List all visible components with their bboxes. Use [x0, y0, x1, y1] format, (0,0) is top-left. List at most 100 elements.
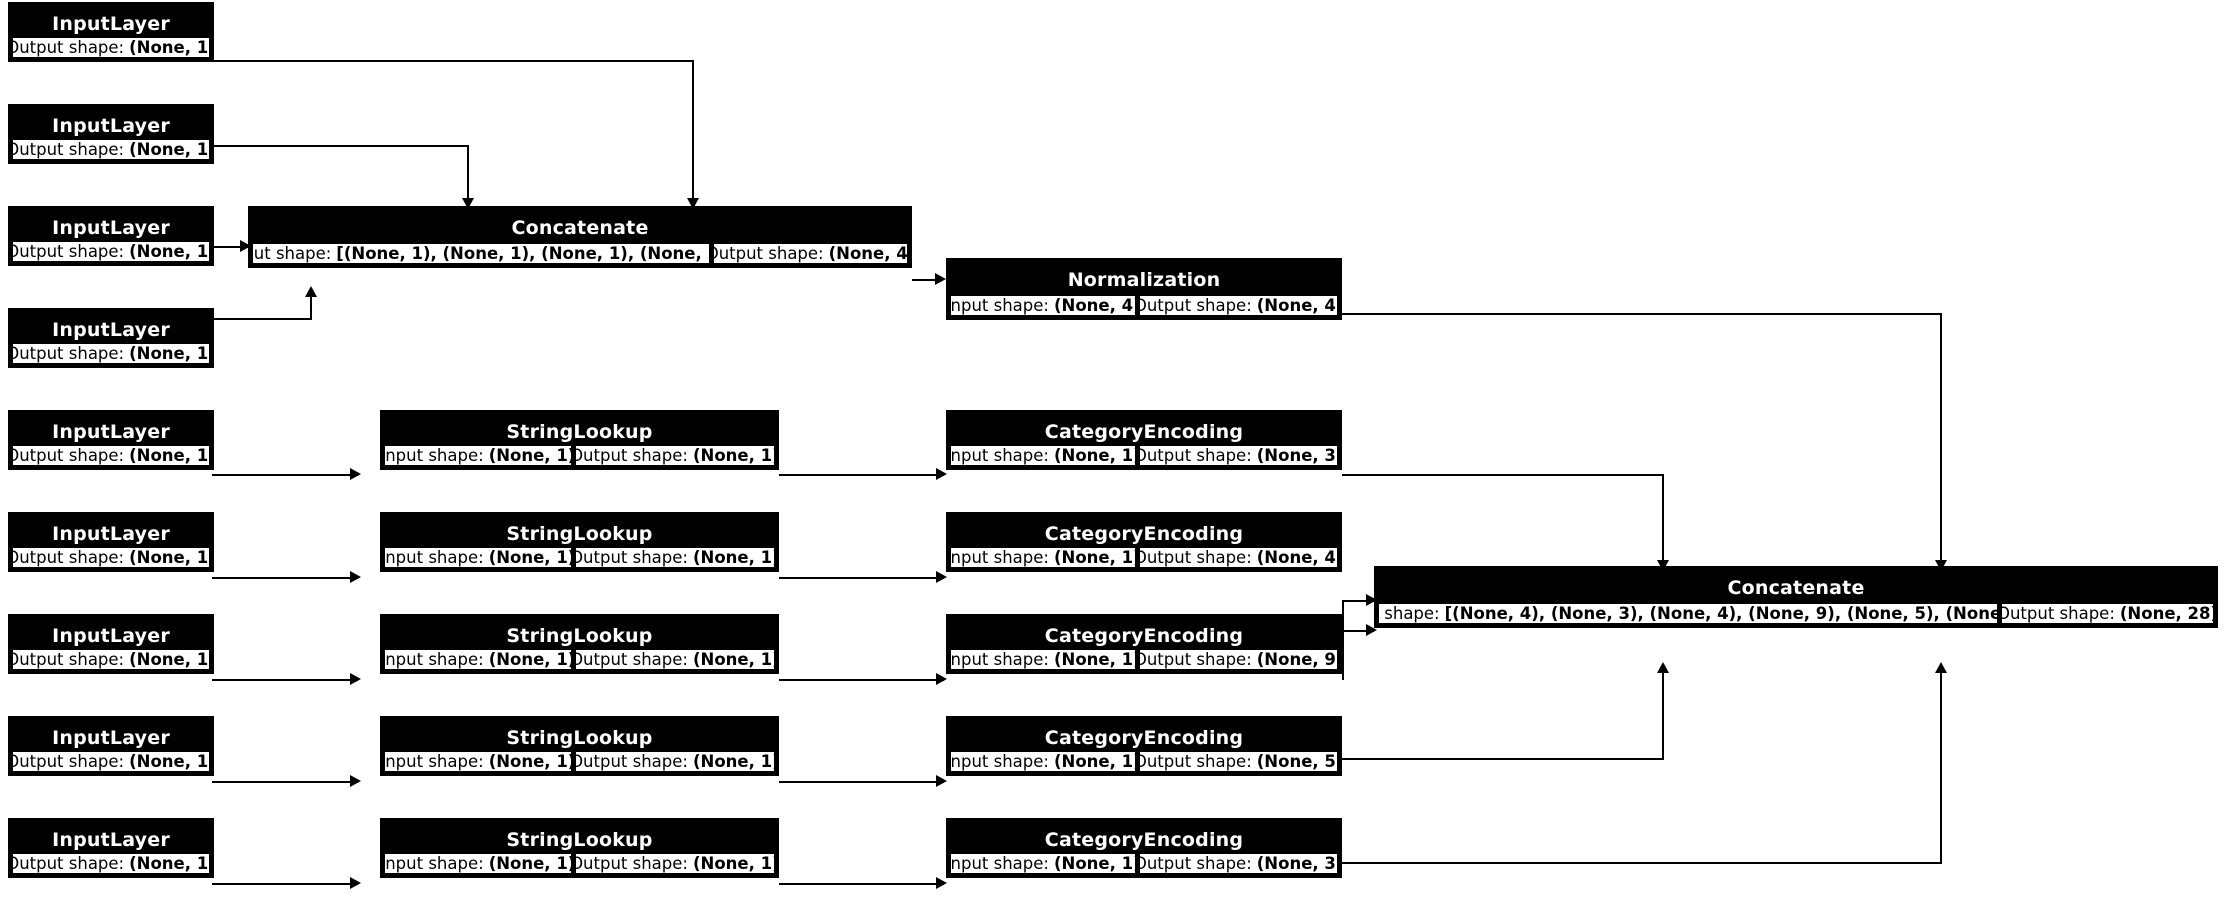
output-shape-label: Output shape:: [12, 650, 125, 669]
input-shape-value: [(None, 1), (None, 1), (None, 1), (None,…: [336, 244, 710, 263]
output-shape-value: (None, 1): [129, 854, 210, 873]
edge-sl2-to-ce2: [779, 577, 944, 579]
edge-input3-to-concat-h: [212, 246, 248, 248]
node-input-layer-4[interactable]: InputLayer Output shape:(None, 1): [8, 308, 214, 368]
node-input-layer-6[interactable]: InputLayer Output shape:(None, 1): [8, 512, 214, 572]
edge-input2-to-concat-v: [467, 145, 469, 203]
node-title: InputLayer: [10, 718, 212, 751]
node-stringlookup-4[interactable]: StringLookup Input shape:(None, 1) Outpu…: [380, 716, 779, 776]
node-stringlookup-1[interactable]: StringLookup Input shape:(None, 1) Outpu…: [380, 410, 779, 470]
output-shape-value: (None, 1): [692, 752, 775, 771]
output-shape-label: Output shape:: [1139, 548, 1252, 567]
node-categoryencoding-5[interactable]: CategoryEncoding Input shape:(None, 1) O…: [946, 818, 1342, 878]
node-input-layer-9[interactable]: InputLayer Output shape:(None, 1): [8, 818, 214, 878]
output-shape-label: Output shape:: [1139, 752, 1252, 771]
node-input-layer-2[interactable]: InputLayer Output shape:(None, 1): [8, 104, 214, 164]
output-shape-value: (None, 4): [828, 244, 908, 263]
node-input-layer-5[interactable]: InputLayer Output shape:(None, 1): [8, 410, 214, 470]
node-output-shape-cell: Output shape:(None, 1): [574, 853, 775, 874]
output-shape-value: (None, 1): [129, 548, 210, 567]
node-stringlookup-3[interactable]: StringLookup Input shape:(None, 1) Outpu…: [380, 614, 779, 674]
node-input-shape-cell: Input shape:[(None, 4), (None, 3), (None…: [1378, 603, 1998, 624]
input-shape-label: Input shape:: [384, 446, 484, 465]
output-shape-value: (None, 5): [1256, 752, 1338, 771]
node-title: Concatenate: [250, 208, 910, 243]
node-output-shape-cell: Output shape:(None, 1): [12, 649, 210, 670]
node-title: Normalization: [948, 260, 1340, 295]
output-shape-label: Output shape:: [574, 854, 688, 873]
input-shape-label: Input shape:: [950, 752, 1049, 771]
node-title: StringLookup: [382, 616, 777, 649]
input-shape-value: (None, 1): [1053, 650, 1137, 669]
node-title: StringLookup: [382, 718, 777, 751]
input-shape-label: Input shape:: [950, 854, 1049, 873]
node-output-shape-cell: Output shape:(None, 4): [713, 243, 908, 264]
node-input-layer-1[interactable]: InputLayer Output shape:(None, 1): [8, 2, 214, 62]
output-shape-label: Output shape:: [12, 548, 125, 567]
output-shape-value: (None, 28): [2119, 604, 2214, 623]
node-input-layer-7[interactable]: InputLayer Output shape:(None, 1): [8, 614, 214, 674]
edge-input4-to-concat-v: [310, 296, 312, 320]
output-shape-value: (None, 1): [129, 140, 210, 159]
node-input-shape-cell: Input shape:(None, 1): [950, 547, 1137, 568]
node-normalization[interactable]: Normalization Input shape:(None, 4) Outp…: [946, 258, 1342, 320]
edge-input8-to-sl4: [212, 781, 358, 783]
node-title: InputLayer: [10, 514, 212, 547]
node-output-shape-cell: Output shape:(None, 1): [574, 751, 775, 772]
output-shape-label: Output shape:: [12, 344, 125, 363]
node-title: InputLayer: [10, 616, 212, 649]
node-title: StringLookup: [382, 514, 777, 547]
input-shape-label: Input shape:: [384, 548, 484, 567]
node-categoryencoding-4[interactable]: CategoryEncoding Input shape:(None, 1) O…: [946, 716, 1342, 776]
node-output-shape-cell: Output shape:(None, 28): [2001, 603, 2214, 624]
node-input-layer-3[interactable]: InputLayer Output shape:(None, 1): [8, 206, 214, 266]
node-categoryencoding-3[interactable]: CategoryEncoding Input shape:(None, 1) O…: [946, 614, 1342, 674]
input-shape-label: Input shape:: [950, 650, 1049, 669]
arrowhead-input8-to-sl4: [350, 775, 361, 787]
arrowhead-input7-to-sl3: [350, 673, 361, 685]
input-shape-label: Input shape:: [950, 548, 1049, 567]
node-input-layer-8[interactable]: InputLayer Output shape:(None, 1): [8, 716, 214, 776]
arrowhead-sl1-to-ce1: [936, 468, 947, 480]
node-output-shape-cell: Output shape:(None, 1): [12, 139, 210, 160]
node-concatenate-numeric[interactable]: Concatenate Input shape:[(None, 1), (Non…: [248, 206, 912, 268]
input-shape-value: (None, 1): [488, 548, 572, 567]
arrowhead-ce3-to-final: [1366, 594, 1377, 606]
output-shape-label: Output shape:: [713, 244, 824, 263]
output-shape-label: Output shape:: [12, 242, 125, 261]
node-output-shape-cell: Output shape:(None, 5): [1139, 751, 1338, 772]
node-input-shape-cell: Input shape:(None, 1): [384, 751, 572, 772]
output-shape-value: (None, 3): [1256, 446, 1338, 465]
input-shape-label: Input shape:: [384, 752, 484, 771]
node-title: InputLayer: [10, 310, 212, 343]
node-title: CategoryEncoding: [948, 820, 1340, 853]
input-shape-value: (None, 1): [1053, 752, 1137, 771]
arrowhead-ce2-to-final: [1366, 624, 1377, 636]
output-shape-label: Output shape:: [1139, 446, 1252, 465]
edge-concat-to-normalization: [912, 279, 943, 281]
input-shape-value: (None, 1): [1053, 446, 1137, 465]
output-shape-value: (None, 1): [129, 38, 210, 57]
node-output-shape-cell: Output shape:(None, 1): [574, 445, 775, 466]
node-categoryencoding-1[interactable]: CategoryEncoding Input shape:(None, 1) O…: [946, 410, 1342, 470]
input-shape-label: Input shape:: [950, 446, 1049, 465]
edge-normalization-to-final-v: [1940, 313, 1942, 565]
output-shape-value: (None, 1): [129, 242, 210, 261]
node-concatenate-final[interactable]: Concatenate Input shape:[(None, 4), (Non…: [1374, 566, 2218, 628]
output-shape-value: (None, 3): [1256, 854, 1338, 873]
node-categoryencoding-2[interactable]: CategoryEncoding Input shape:(None, 1) O…: [946, 512, 1342, 572]
node-input-shape-cell: Input shape:(None, 4): [950, 295, 1137, 316]
node-stringlookup-2[interactable]: StringLookup Input shape:(None, 1) Outpu…: [380, 512, 779, 572]
node-title: CategoryEncoding: [948, 616, 1340, 649]
node-output-shape-cell: Output shape:(None, 1): [574, 547, 775, 568]
input-shape-value: (None, 1): [1053, 854, 1137, 873]
edge-sl4-to-ce4: [779, 781, 944, 783]
input-shape-value: (None, 1): [1053, 548, 1137, 567]
edge-input2-to-concat-h: [212, 145, 469, 147]
output-shape-label: Output shape:: [1139, 296, 1252, 315]
output-shape-label: Output shape:: [574, 446, 688, 465]
input-shape-value: (None, 1): [488, 650, 572, 669]
node-stringlookup-5[interactable]: StringLookup Input shape:(None, 1) Outpu…: [380, 818, 779, 878]
node-output-shape-cell: Output shape:(None, 1): [574, 649, 775, 670]
output-shape-value: (None, 4): [1256, 296, 1338, 315]
